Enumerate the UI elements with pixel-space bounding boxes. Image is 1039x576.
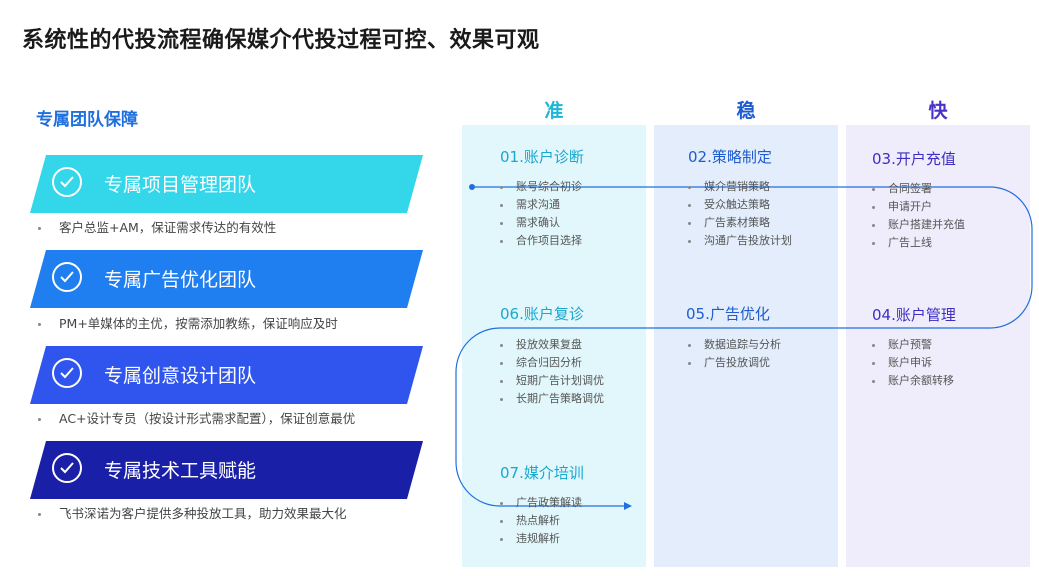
list-item: 长期广告策略调优 — [500, 390, 604, 408]
list-item: 账户申诉 — [872, 354, 954, 372]
column-heading-wen: 稳 — [736, 100, 756, 122]
team-name: 专属创意设计团队 — [104, 365, 257, 387]
list-item: 账户搭建并充值 — [872, 216, 965, 234]
check-icon — [52, 453, 82, 483]
step-04-title: 04.账户管理 — [872, 306, 956, 324]
team-desc: 飞书深诺为客户提供多种投放工具，助力效果最大化 — [38, 503, 347, 522]
list-item: 广告政策解读 — [500, 494, 582, 512]
list-item: 投放效果复盘 — [500, 336, 604, 354]
list-item: 需求确认 — [500, 214, 582, 232]
step-07-title: 07.媒介培训 — [500, 464, 584, 482]
step-01-list: 账号综合初诊 需求沟通 需求确认 合作项目选择 — [500, 178, 582, 250]
step-01-title: 01.账户诊断 — [500, 148, 584, 166]
check-icon — [52, 167, 82, 197]
list-item: 综合归因分析 — [500, 354, 604, 372]
step-04-list: 账户预警 账户申诉 账户余额转移 — [872, 336, 954, 390]
check-icon — [52, 262, 82, 292]
step-02-list: 媒介营销策略 受众触达策略 广告素材策略 沟通广告投放计划 — [688, 178, 792, 250]
list-item: 热点解析 — [500, 512, 582, 530]
team-banner-tech-tools: 专属技术工具赋能 — [30, 441, 423, 499]
list-item: 账户余额转移 — [872, 372, 954, 390]
list-item: 广告上线 — [872, 234, 965, 252]
team-desc: PM+单媒体的主优，按需添加教练，保证响应及时 — [38, 313, 338, 332]
team-name: 专属技术工具赋能 — [104, 460, 257, 482]
check-icon — [52, 358, 82, 388]
list-item: 媒介营销策略 — [688, 178, 792, 196]
list-item: 账户预警 — [872, 336, 954, 354]
step-06-list: 投放效果复盘 综合归因分析 短期广告计划调优 长期广告策略调优 — [500, 336, 604, 408]
list-item: 广告投放调优 — [688, 354, 781, 372]
step-05-title: 05.广告优化 — [686, 305, 770, 323]
list-item: 短期广告计划调优 — [500, 372, 604, 390]
list-item: 申请开户 — [872, 198, 965, 216]
team-banner-project: 专属项目管理团队 — [30, 155, 423, 213]
team-banner-creative-design: 专属创意设计团队 — [30, 346, 423, 404]
column-heading-zhun: 准 — [544, 100, 564, 122]
page-title: 系统性的代投流程确保媒介代投过程可控、效果可观 — [22, 28, 540, 53]
list-item: 受众触达策略 — [688, 196, 792, 214]
column-heading-kuai: 快 — [928, 100, 948, 122]
step-02-title: 02.策略制定 — [688, 148, 772, 166]
list-item: 沟通广告投放计划 — [688, 232, 792, 250]
list-item: 违规解析 — [500, 530, 582, 548]
team-name: 专属项目管理团队 — [104, 174, 257, 196]
step-03-title: 03.开户充值 — [872, 150, 956, 168]
team-desc: 客户总监+AM，保证需求传达的有效性 — [38, 217, 276, 236]
step-03-list: 合同签署 申请开户 账户搭建并充值 广告上线 — [872, 180, 965, 252]
step-06-title: 06.账户复诊 — [500, 305, 584, 323]
list-item: 账号综合初诊 — [500, 178, 582, 196]
list-item: 广告素材策略 — [688, 214, 792, 232]
step-05-list: 数据追踪与分析 广告投放调优 — [688, 336, 781, 372]
list-item: 需求沟通 — [500, 196, 582, 214]
team-name: 专属广告优化团队 — [104, 269, 257, 291]
team-banner-ad-optimization: 专属广告优化团队 — [30, 250, 423, 308]
list-item: 合同签署 — [872, 180, 965, 198]
list-item: 合作项目选择 — [500, 232, 582, 250]
step-07-list: 广告政策解读 热点解析 违规解析 — [500, 494, 582, 548]
list-item: 数据追踪与分析 — [688, 336, 781, 354]
team-desc: AC+设计专员（按设计形式需求配置），保证创意最优 — [38, 408, 355, 427]
team-section-heading: 专属团队保障 — [36, 110, 138, 130]
